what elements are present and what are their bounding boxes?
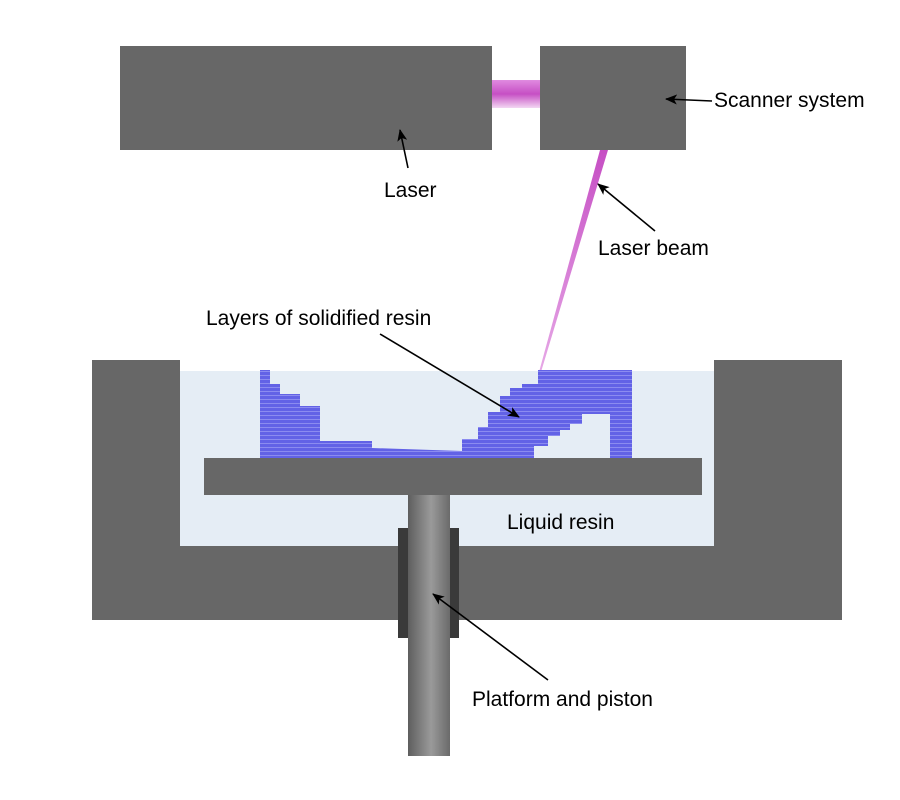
- piston-seal-right: [450, 528, 459, 638]
- layers-arrow: [379, 333, 520, 418]
- liquid-resin-label: Liquid resin: [507, 511, 614, 534]
- scanner-box: [540, 46, 686, 150]
- laser-beam-arrow: [597, 183, 656, 232]
- laser-beam: [539, 150, 608, 372]
- scanner-arrow: [665, 94, 713, 105]
- build-platform: [204, 458, 702, 495]
- laser-beam-label: Laser beam: [598, 237, 709, 260]
- scanner-system-label: Scanner system: [714, 89, 865, 112]
- laser-link-beam: [492, 80, 540, 108]
- piston-seal-left: [398, 528, 408, 638]
- solidified-resin-layers: [260, 370, 632, 459]
- platform-arrow: [432, 593, 549, 681]
- laser-box: [120, 46, 492, 150]
- platform-piston-label: Platform and piston: [472, 688, 653, 711]
- layers-label: Layers of solidified resin: [206, 307, 431, 330]
- laser-label: Laser: [384, 179, 437, 202]
- vat-housing: [92, 360, 842, 620]
- piston-rod: [408, 495, 450, 756]
- laser-arrow: [397, 129, 409, 169]
